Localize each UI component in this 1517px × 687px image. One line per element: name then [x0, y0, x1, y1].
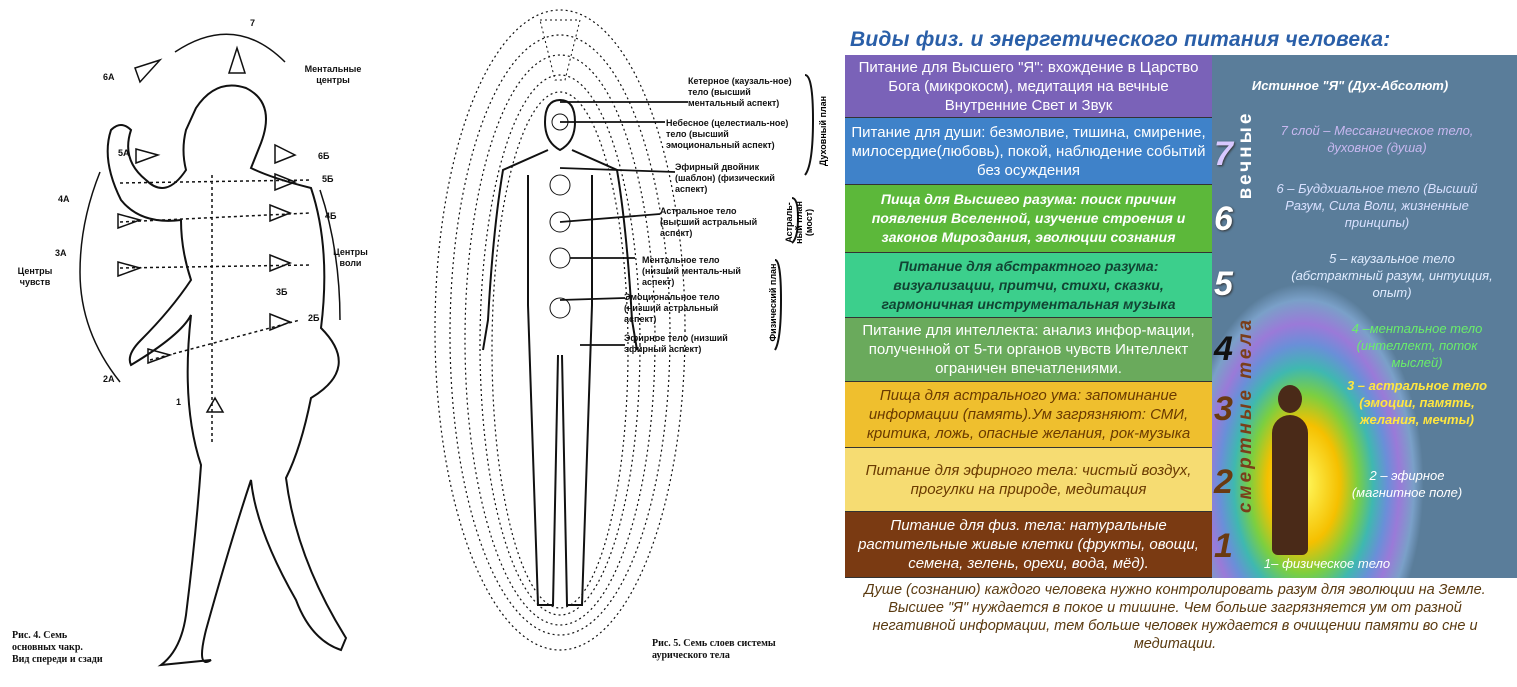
nutrition-row-higher-self: Питание для Высшего "Я": вхождение в Цар…	[845, 55, 1212, 118]
layer-label-astral: Астральное тело (высший астральный аспек…	[660, 206, 778, 239]
nutrition-row-physical: Питание для физ. тела: натуральные расти…	[845, 512, 1212, 578]
figure-4-caption: Рис. 4. Семь основных чакр. Вид спереди …	[12, 630, 103, 666]
layer-label-celestial: Небесное (целестиаль-ное) тело (высший э…	[666, 118, 796, 151]
mortal-bodies-label: смертные тела	[1235, 316, 1256, 514]
panel-layer-3: 3 – астральное тело (эмоции, память, жел…	[1346, 378, 1488, 427]
nutrition-row-higher-mind: Пища для Высшего разума: поиск причин по…	[845, 185, 1212, 253]
level-number-7: 7	[1214, 135, 1233, 173]
chakra-body-drawing	[79, 33, 348, 667]
aura-body-drawing	[434, 9, 815, 651]
mental-centers-label: Ментальные центры	[304, 64, 362, 85]
panel-layer-6: 6 – Буддхиальное тело (Высший Разум, Сил…	[1276, 181, 1478, 230]
chakra-label-5a: 5А	[118, 148, 130, 158]
nutrition-title: Виды физ. и энергетического питания чело…	[850, 28, 1391, 51]
layer-label-mental: Ментальное тело (низший менталь-ный аспе…	[642, 255, 742, 288]
chakra-label-3b: 3Б	[276, 287, 288, 297]
layer-label-etheric: Эфирное тело (низший эфирный аспект)	[624, 333, 752, 355]
level-number-4: 4	[1214, 330, 1233, 368]
caption-line: Вид спереди и сзади	[12, 654, 103, 665]
panel-layer-5: 5 – каузальное тело (абстрактный разум, …	[1291, 251, 1493, 300]
chakra-label-2a: 2А	[103, 374, 115, 384]
chakra-label-4a: 4А	[58, 194, 70, 204]
nutrition-row-abstract-mind: Питание для абстрактного разума: визуали…	[845, 253, 1212, 318]
panel-layer-1: 1– физическое тело	[1263, 556, 1391, 571]
figure-5-caption: Рис. 5. Семь слоев системы аурического т…	[652, 638, 776, 662]
nutrition-row-etheric: Питание для эфирного тела: чистый воздух…	[845, 448, 1212, 512]
nutrition-row-astral-mind: Пища для астрального ума: запоминание ин…	[845, 382, 1212, 448]
layer-text: Астральное тело (высший астральный аспек…	[660, 206, 758, 238]
chakra-label-7: 7	[250, 18, 256, 28]
chakra-label-4b: 4Б	[325, 211, 337, 221]
panel-layer-7: 7 слой – Мессангическое тело, духовное (…	[1280, 123, 1474, 155]
aura-layers-panel: Истинное "Я" (Дух-Абсолют) 7 слой – Месс…	[1212, 55, 1517, 578]
chakra-label-2b: 2Б	[308, 313, 320, 323]
chakra-label-5b: 5Б	[322, 174, 334, 184]
panel-layer-2: 2 – эфирное (магнитное поле)	[1351, 468, 1463, 500]
level-number-3: 3	[1214, 390, 1233, 428]
chakra-label-6b: 6Б	[318, 151, 330, 161]
layer-text: Эмоциональное тело (низший астральный ас…	[624, 292, 720, 324]
human-head	[1278, 385, 1302, 413]
chakra-label-1: 1	[176, 397, 182, 407]
layer-text: Небесное (целестиаль-ное) тело (высший э…	[666, 118, 789, 150]
nutrition-row-soul: Питание для души: безмолвие, тишина, сми…	[845, 118, 1212, 185]
level-number-6: 6	[1214, 200, 1233, 238]
panel-layer-4: 4 –ментальное тело (интеллект, поток мыс…	[1351, 321, 1483, 370]
plane-spiritual: Духовный план	[818, 95, 828, 167]
sense-centers-label: Центры чувств	[17, 266, 53, 287]
chakra-label-3a: 3А	[55, 248, 67, 258]
layer-text: Ментальное тело (низший менталь-ный аспе…	[642, 255, 741, 287]
layer-text: Кетерное (каузаль-ное) тело (высший мент…	[688, 76, 792, 108]
human-silhouette	[1272, 415, 1308, 555]
eternal-label: вечные	[1235, 110, 1256, 200]
nutrition-row-intellect: Питание для интеллекта: анализ инфор-мац…	[845, 318, 1212, 382]
chakra-label-6a: 6А	[103, 72, 115, 82]
level-number-5: 5	[1214, 265, 1233, 303]
will-centers-label: Центры воли	[333, 247, 368, 268]
footer-note: Душе (сознанию) каждого человека нужно к…	[864, 582, 1486, 652]
layer-text: Эфирный двойник (шаблон) (физический асп…	[675, 162, 775, 194]
level-number-1: 1	[1214, 527, 1233, 565]
caption-line: аурического тела	[652, 650, 730, 661]
plane-astral: Астраль-ный план (мост)	[784, 201, 814, 244]
level-number-2: 2	[1214, 463, 1233, 501]
layer-text: Эфирное тело (низший эфирный аспект)	[624, 333, 728, 354]
layer-label-etheric-double: Эфирный двойник (шаблон) (физический асп…	[675, 162, 785, 195]
plane-physical: Физический план	[768, 263, 778, 342]
caption-line: Рис. 4. Семь	[12, 630, 68, 641]
true-self-label: Истинное "Я" (Дух-Абсолют)	[1251, 78, 1449, 93]
caption-line: основных чакр.	[12, 642, 83, 653]
layer-label-emotional: Эмоциональное тело (низший астральный ас…	[624, 292, 742, 325]
caption-line: Рис. 5. Семь слоев системы	[652, 638, 776, 649]
layer-label-ketheric: Кетерное (каузаль-ное) тело (высший мент…	[688, 76, 800, 109]
